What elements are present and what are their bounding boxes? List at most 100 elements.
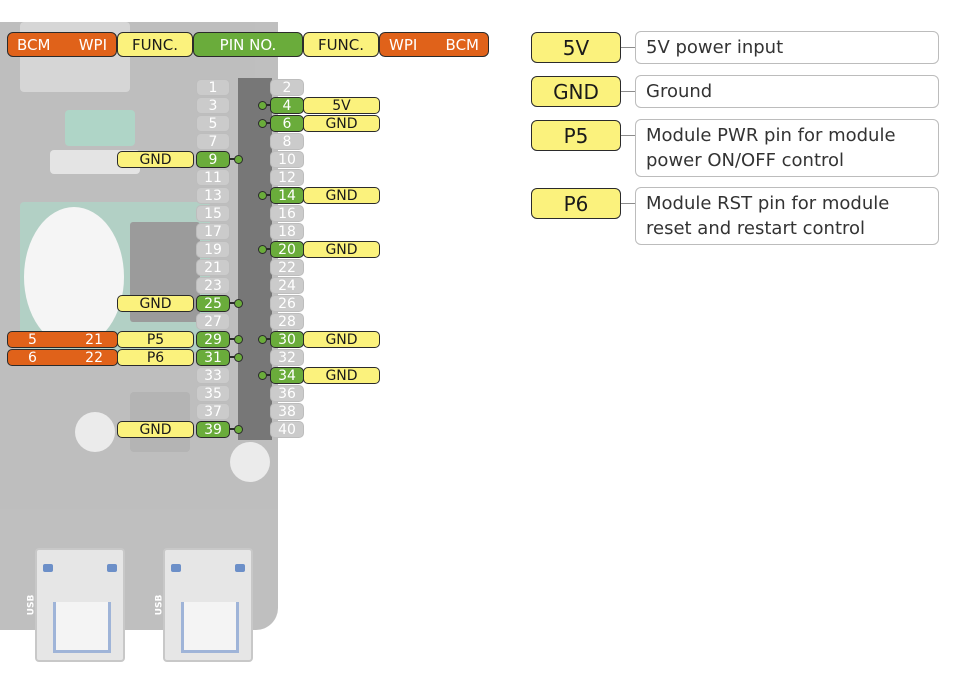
header-pin-no: PIN NO. [193,32,303,57]
pin-39: 39 [196,421,230,438]
pin-5: 5 [196,115,230,132]
func-label-pin-31: P6 [117,349,194,366]
pin-lead [230,428,236,430]
pin-dot [258,101,267,110]
pin-36: 36 [270,385,304,402]
pin-lead [264,374,270,376]
pin-29: 29 [196,331,230,348]
func-label-pin-4: 5V [303,97,380,114]
pin-dot [234,155,243,164]
gpio-header-strip [238,78,272,440]
soc-chip [24,207,124,347]
header-left-func: FUNC. [117,32,193,57]
pin-lead [264,122,270,124]
pin-10: 10 [270,151,304,168]
pin-33: 33 [196,367,230,384]
pin-19: 19 [196,241,230,258]
legend-tag-p5: P5 [531,120,621,151]
legend-description-5v: 5V power input [635,31,939,64]
pin-dot [258,119,267,128]
pin-15: 15 [196,205,230,222]
header-bcm-label: BCM [17,35,51,54]
pin-2: 2 [270,79,304,96]
mounting-hole [75,412,115,452]
legend-description-gnd: Ground [635,75,939,108]
func-label-pin-6: GND [303,115,380,132]
bcm-number: 5 [28,331,37,348]
pin-26: 26 [270,295,304,312]
pin-23: 23 [196,277,230,294]
raspberry-logo-area [65,110,135,146]
header-right-func: FUNC. [303,32,379,57]
header-wpi-label: WPI [78,35,107,54]
usb-port [163,548,253,662]
legend-connector [621,47,635,48]
legend-tag-5v: 5V [531,32,621,63]
func-label-pin-29: P5 [117,331,194,348]
legend-connector [621,135,635,136]
pin-34: 34 [270,367,304,384]
pin-6: 6 [270,115,304,132]
pin-dot [234,299,243,308]
pin-lead [230,158,236,160]
legend-description-p5: Module PWR pin for module power ON/OFF c… [635,119,939,177]
gpio-bcm-wpi-pin-31: 6 22 [7,349,118,366]
func-label-pin-14: GND [303,187,380,204]
pin-38: 38 [270,403,304,420]
pin-lead [264,194,270,196]
wpi-number: 22 [85,349,103,366]
pin-32: 32 [270,349,304,366]
board-photo [0,22,278,630]
gpio-bcm-wpi-pin-29: 5 21 [7,331,118,348]
pin-16: 16 [270,205,304,222]
bcm-number: 6 [28,349,37,366]
pin-lead [264,338,270,340]
pin-lead [264,248,270,250]
pin-1: 1 [196,79,230,96]
mounting-hole [230,442,270,482]
pin-18: 18 [270,223,304,240]
pin-dot [234,425,243,434]
pin-35: 35 [196,385,230,402]
pin-31: 31 [196,349,230,366]
header-right-wpi-bcm: WPI BCM [379,32,489,57]
pin-dot [234,335,243,344]
header-wpi-label: WPI [389,35,418,54]
legend-description-p6: Module RST pin for module reset and rest… [635,187,939,245]
pin-3: 3 [196,97,230,114]
usb-label: USB [154,594,165,616]
pin-14: 14 [270,187,304,204]
pin-20: 20 [270,241,304,258]
func-label-pin-9: GND [117,151,194,168]
pin-27: 27 [196,313,230,330]
legend-connector [621,203,635,204]
func-label-pin-20: GND [303,241,380,258]
pin-40: 40 [270,421,304,438]
pin-lead [230,356,236,358]
usb-port [35,548,125,662]
func-label-pin-34: GND [303,367,380,384]
pin-lead [264,104,270,106]
pin-dot [258,191,267,200]
header-left-bcm-wpi: BCM WPI [7,32,117,57]
usb-label: USB [26,594,37,616]
header-bcm-label: BCM [445,35,479,54]
pin-9: 9 [196,151,230,168]
pin-25: 25 [196,295,230,312]
pin-7: 7 [196,133,230,150]
pin-8: 8 [270,133,304,150]
pin-lead [230,302,236,304]
pin-17: 17 [196,223,230,240]
pin-21: 21 [196,259,230,276]
pin-dot [258,335,267,344]
func-label-pin-30: GND [303,331,380,348]
pin-30: 30 [270,331,304,348]
wpi-number: 21 [85,331,103,348]
pin-24: 24 [270,277,304,294]
pin-28: 28 [270,313,304,330]
legend-tag-gnd: GND [531,76,621,107]
legend-connector [621,91,635,92]
pin-22: 22 [270,259,304,276]
pin-lead [230,338,236,340]
legend-tag-p6: P6 [531,188,621,219]
